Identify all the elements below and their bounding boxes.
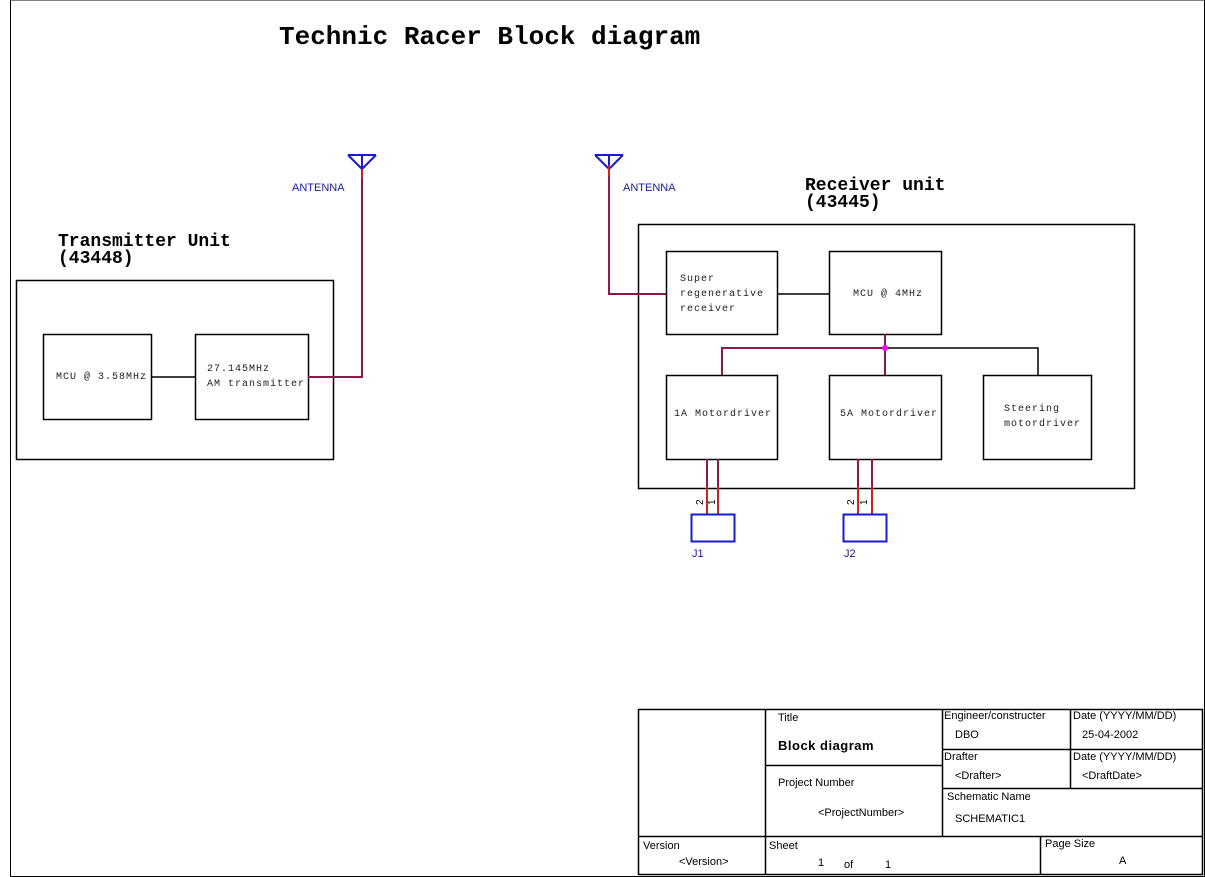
tx-antenna-label: ANTENNA xyxy=(292,182,345,194)
tb-sheet-label: Sheet xyxy=(769,840,798,852)
tx-antenna-wire xyxy=(308,165,363,378)
tb-sheet-total: 1 xyxy=(885,859,892,871)
title-block-grid xyxy=(637,708,1204,876)
tx-mcu-label: MCU @ 3.58MHz xyxy=(56,372,148,383)
j2-connector-body xyxy=(842,513,888,543)
tb-title-label: Title xyxy=(778,712,799,724)
tb-engineer-value: DBO xyxy=(955,729,979,741)
tb-schematic-name-value: SCHEMATIC1 xyxy=(955,813,1026,825)
rx-antenna-wire xyxy=(608,176,667,295)
j1-pin2-number: 2 xyxy=(695,499,706,505)
bus-junction xyxy=(882,345,888,351)
tb-draft-date-label: Date (YYYY/MM/DD) xyxy=(1073,751,1177,763)
tb-version-value: <Version> xyxy=(679,856,729,868)
receiver-label: Super regenerative receiver xyxy=(680,274,765,315)
receiver-heading: Receiver unit (43445) xyxy=(805,176,946,213)
motordriver-5a-label: 5A Motordriver xyxy=(840,409,939,420)
transmitter-heading: Transmitter Unit (43448) xyxy=(58,232,231,269)
motor1-bus-wire xyxy=(721,347,885,376)
receiver-unit-box xyxy=(637,223,1136,490)
tb-title-value: Block diagram xyxy=(778,738,875,753)
rx-antenna-label: ANTENNA xyxy=(623,182,676,194)
motordriver-1a-label: 1A Motordriver xyxy=(674,409,773,420)
tb-draft-date-value: <DraftDate> xyxy=(1082,770,1142,782)
j2-pin1-number: 1 xyxy=(859,499,870,505)
j1-pin1-number: 1 xyxy=(707,499,718,505)
diagram-title: Technic Racer Block diagram xyxy=(279,22,701,52)
sheet-border xyxy=(10,0,1205,877)
tb-page-size-label: Page Size xyxy=(1045,838,1096,850)
motordriver-5a-block xyxy=(828,374,943,461)
tb-page-size-value: A xyxy=(1119,855,1127,867)
tb-drafter-value: <Drafter> xyxy=(955,770,1002,782)
j2-reference: J2 xyxy=(844,548,856,560)
j1-connector-body xyxy=(690,513,736,543)
tb-date-value: 25-04-2002 xyxy=(1082,729,1139,741)
tb-date-label: Date (YYYY/MM/DD) xyxy=(1073,710,1177,722)
tb-project-number-label: Project Number xyxy=(778,777,855,789)
steering-motordriver-block xyxy=(982,374,1093,461)
transmitter-unit-box xyxy=(15,279,335,461)
tb-drafter-label: Drafter xyxy=(944,751,978,763)
am-transmitter-label: 27.145MHz AM transmitter xyxy=(207,364,306,390)
rx-mcu-label: MCU @ 4MHz xyxy=(853,289,924,300)
tb-sheet-number: 1 xyxy=(818,857,825,869)
steering-motordriver-label: Steering motordriver xyxy=(1004,404,1082,430)
super-regenerative-receiver-block xyxy=(665,250,779,336)
j2-pin2-number: 2 xyxy=(846,499,857,505)
tb-version-label: Version xyxy=(643,840,680,852)
tb-schematic-name-label: Schematic Name xyxy=(947,791,1031,803)
motordriver-1a-block xyxy=(665,374,779,461)
tb-project-number-value: <ProjectNumber> xyxy=(818,807,905,819)
j1-reference: J1 xyxy=(692,548,704,560)
steering-bus-wire xyxy=(885,347,1039,376)
tb-engineer-label: Engineer/constructer xyxy=(944,710,1046,722)
tb-sheet-of: of xyxy=(844,859,854,871)
tx-antenna-symbol xyxy=(347,154,377,170)
